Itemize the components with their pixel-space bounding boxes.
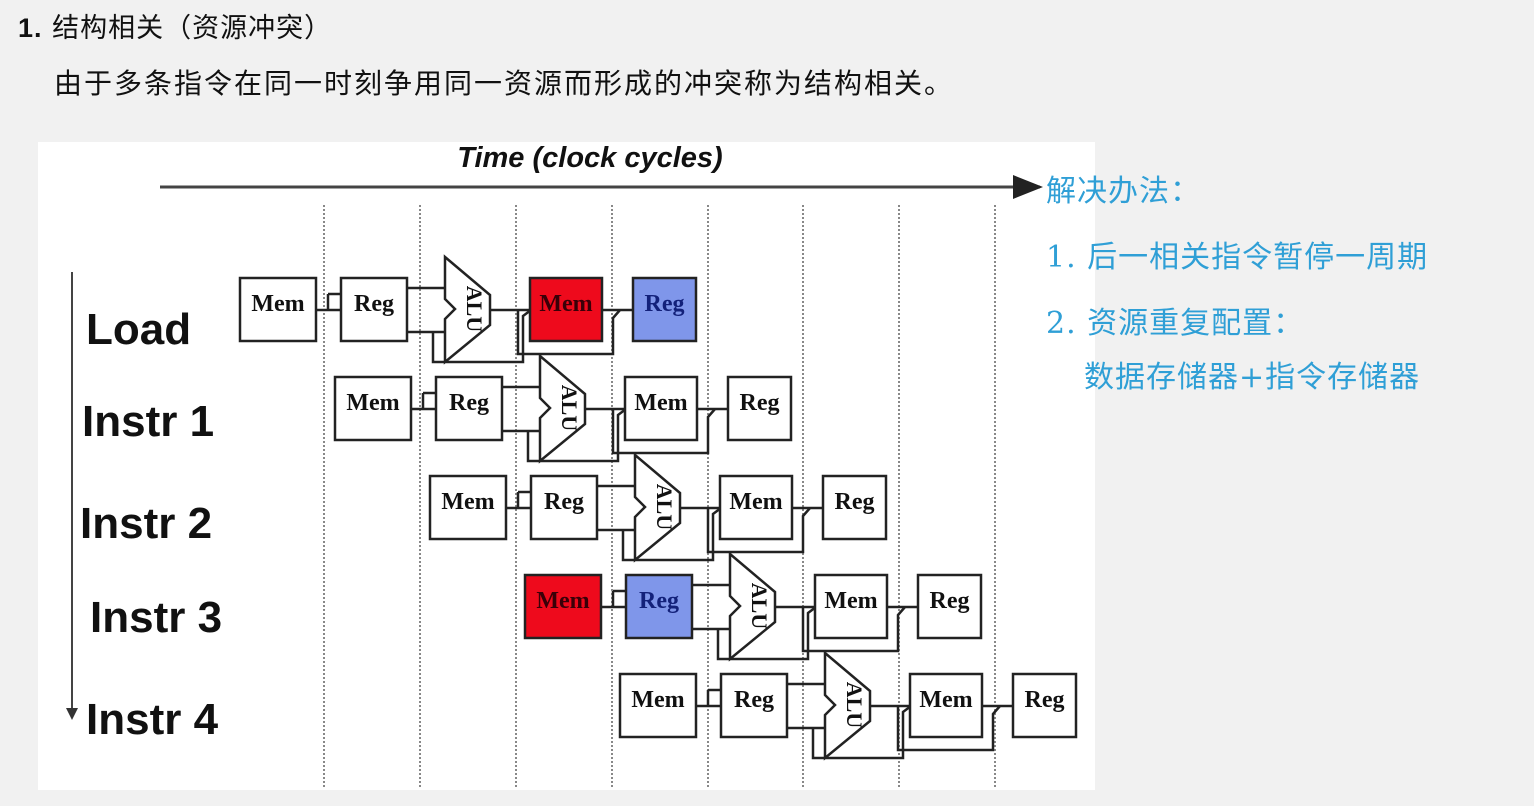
solution-item-2: 2. 资源重复配置：: [1046, 306, 1305, 341]
section-heading: 1. 结构相关（资源冲突）: [18, 6, 332, 45]
stage-reg-box: [821, 474, 888, 541]
stage-label: ALU: [462, 286, 487, 333]
stage-label: ALU: [652, 484, 677, 531]
stage-label: ALU: [842, 682, 867, 729]
stage-alu-shape: [443, 254, 492, 365]
instruction-label: Instr 2: [80, 499, 212, 548]
stage-reg-box: [339, 276, 409, 343]
stage-reg-box: [434, 375, 504, 442]
stage-label: Reg: [1025, 687, 1065, 713]
stage-label: Reg: [740, 390, 780, 416]
wire: [801, 606, 906, 653]
instruction-label: Instr 4: [86, 695, 219, 744]
pipeline-row: Mem Reg ALU Mem Reg: [618, 650, 1078, 761]
time-axis-label: Time (clock cycles): [457, 142, 722, 174]
solution-item-2-detail: 数据存储器+指令存储器: [1084, 360, 1421, 395]
wire: [526, 408, 627, 463]
stage-label: Reg: [930, 588, 970, 614]
stage-reg-box: [631, 276, 698, 343]
pipeline-row: Mem Reg ALU Mem Reg: [238, 254, 698, 365]
stage-label: Mem: [441, 489, 494, 515]
stage-label: Reg: [639, 588, 679, 614]
stage-mem-box: [528, 276, 604, 343]
stage-mem-box: [813, 573, 889, 640]
stage-label: Reg: [354, 291, 394, 317]
stage-reg-box: [624, 573, 694, 640]
wire: [597, 484, 635, 532]
stage-alu-shape: [728, 551, 777, 662]
wire: [516, 309, 621, 356]
stage-alu-shape: [633, 452, 682, 563]
stage-label: Mem: [634, 390, 687, 416]
stage-reg-box: [529, 474, 599, 541]
stage-label: Mem: [824, 588, 877, 614]
stage-label: Reg: [544, 489, 584, 515]
wire: [811, 705, 912, 760]
stage-label: Mem: [729, 489, 782, 515]
stage-mem-box: [718, 474, 794, 541]
wire: [706, 507, 811, 554]
wire: [316, 292, 341, 312]
wire: [506, 490, 531, 510]
definition-text: 由于多条指令在同一时刻争用同一资源而形成的冲突称为结构相关。: [54, 67, 955, 100]
instruction-label: Instr 3: [90, 593, 222, 642]
wire: [787, 682, 825, 730]
section-number: 1.: [18, 13, 43, 43]
stage-label: Reg: [449, 390, 489, 416]
wire: [411, 391, 436, 411]
stage-reg-box: [726, 375, 793, 442]
stage-label: Reg: [734, 687, 774, 713]
instruction-label: Load: [86, 305, 191, 354]
clock-cycle-dividers: [323, 205, 996, 788]
stage-label: Mem: [251, 291, 304, 317]
section-title: 结构相关（资源冲突）: [52, 13, 333, 44]
stage-label: Mem: [539, 291, 592, 317]
stage-label: Mem: [536, 588, 589, 614]
stage-mem-box: [618, 672, 698, 739]
stage-label: Reg: [835, 489, 875, 515]
stage-label: Mem: [346, 390, 399, 416]
wire: [601, 589, 626, 609]
stage-reg-box: [719, 672, 789, 739]
pipeline-row: Mem Reg ALU Mem Reg: [428, 452, 888, 563]
stage-label: Reg: [645, 291, 685, 317]
stage-label: ALU: [557, 385, 582, 432]
stage-label: ALU: [747, 583, 772, 630]
wire: [611, 408, 716, 455]
solutions-heading: 解决办法：: [1046, 174, 1201, 209]
stage-reg-box: [1011, 672, 1078, 739]
stage-alu-shape: [823, 650, 872, 761]
wire: [407, 286, 445, 334]
wire: [621, 507, 722, 562]
stage-alu-shape: [538, 353, 587, 464]
stage-mem-box: [623, 375, 699, 442]
stage-mem-box: [523, 573, 603, 640]
stage-reg-box: [916, 573, 983, 640]
wire: [896, 705, 1001, 752]
solution-item-1: 1. 后一相关指令暂停一周期: [1046, 240, 1429, 275]
wire: [502, 385, 540, 433]
stage-label: Mem: [631, 687, 684, 713]
wire: [431, 309, 532, 364]
stage-label: Mem: [919, 687, 972, 713]
pipeline-row: Mem Reg ALU Mem Reg: [523, 551, 983, 662]
wire: [716, 606, 817, 661]
wire: [696, 688, 721, 708]
wire: [692, 583, 730, 631]
instruction-label: Instr 1: [82, 397, 214, 446]
pipeline-row: Mem Reg ALU Mem Reg: [333, 353, 793, 464]
